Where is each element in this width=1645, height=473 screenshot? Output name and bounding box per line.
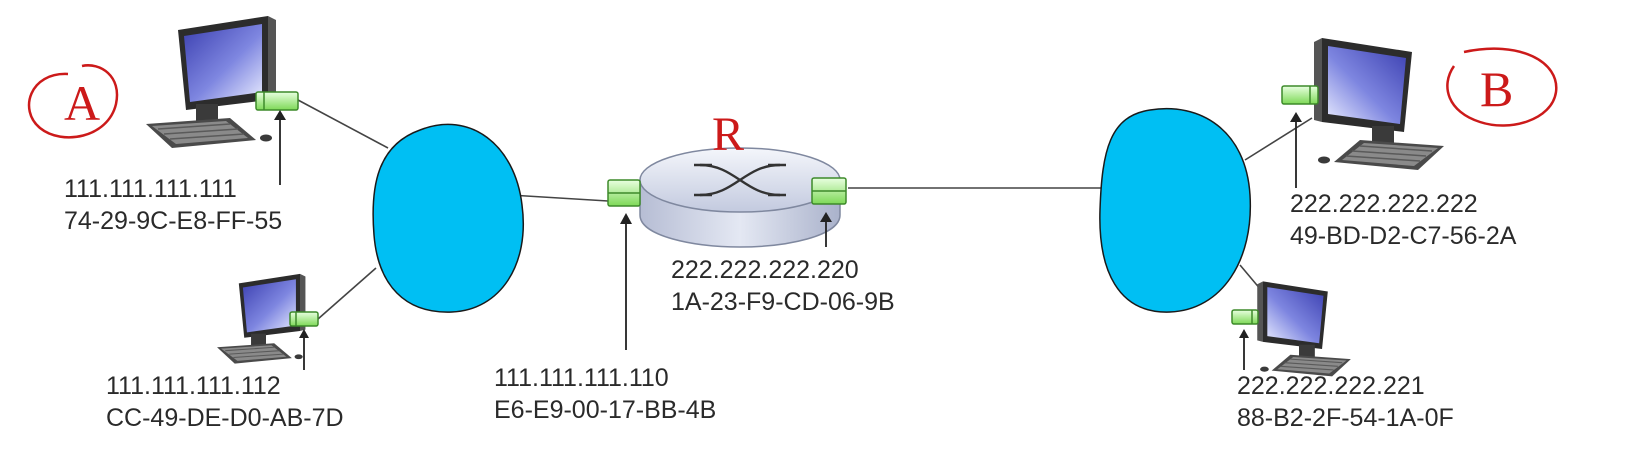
router-right-interface-address: 222.222.222.220 1A-23-F9-CD-06-9B [671, 254, 895, 318]
router-label: R [712, 108, 745, 161]
host-2-mac: CC-49-DE-D0-AB-7D [106, 404, 344, 432]
router-right-ip: 222.222.222.220 [671, 256, 859, 284]
left-subnet-cloud [372, 123, 524, 313]
host-a-ip: 111.111.111.111 [64, 175, 237, 203]
link-right-net-b [1244, 117, 1313, 161]
host-b-annotation: B [1480, 61, 1514, 117]
router-right-mac: 1A-23-F9-CD-06-9B [671, 288, 895, 316]
link-host2-left-net [317, 267, 377, 320]
router-left-interface-address: 111.111.111.110 E6-E9-00-17-BB-4B [494, 362, 716, 426]
host-2-address: 111.111.111.112 CC-49-DE-D0-AB-7D [106, 370, 344, 434]
right-subnet-cloud [1099, 108, 1252, 313]
router-left-ip: 111.111.111.110 [494, 364, 669, 392]
host-a-address: 111.111.111.111 74-29-9C-E8-FF-55 [64, 173, 282, 237]
host-4-mac: 88-B2-2F-54-1A-0F [1237, 404, 1454, 432]
pointer-arrows [274, 110, 1302, 370]
handwritten-circle-b [1446, 47, 1558, 127]
host-4-ip: 222.222.222.221 [1237, 372, 1425, 400]
link-a-left-net [297, 99, 389, 149]
host-2-ip: 111.111.111.112 [106, 372, 281, 400]
router-icon [639, 147, 841, 248]
adapter-icon-host4 [1231, 309, 1259, 325]
router-left-mac: E6-E9-00-17-BB-4B [494, 396, 717, 424]
adapter-icon-router-left [607, 179, 641, 207]
host-b-address: 222.222.222.222 49-BD-D2-C7-56-2A [1290, 188, 1516, 252]
computer-icon-a [145, 15, 277, 149]
host-a-mac: 74-29-9C-E8-FF-55 [64, 207, 283, 235]
computer-icon-b [1313, 37, 1445, 171]
host-b-ip: 222.222.222.222 [1290, 190, 1478, 218]
adapter-icon-a [255, 91, 299, 111]
adapters [255, 85, 1319, 327]
link-left-net-router [509, 194, 609, 202]
adapter-icon-router-right [811, 177, 847, 205]
handwritten-circle-a [27, 64, 119, 139]
host-4-address: 222.222.222.221 88-B2-2F-54-1A-0F [1237, 370, 1454, 434]
computer-icon-host4 [1256, 280, 1352, 377]
host-a-annotation: A [64, 75, 101, 131]
adapter-icon-host2 [289, 311, 319, 327]
adapter-icon-b [1281, 85, 1319, 105]
host-b-mac: 49-BD-D2-C7-56-2A [1290, 222, 1517, 250]
